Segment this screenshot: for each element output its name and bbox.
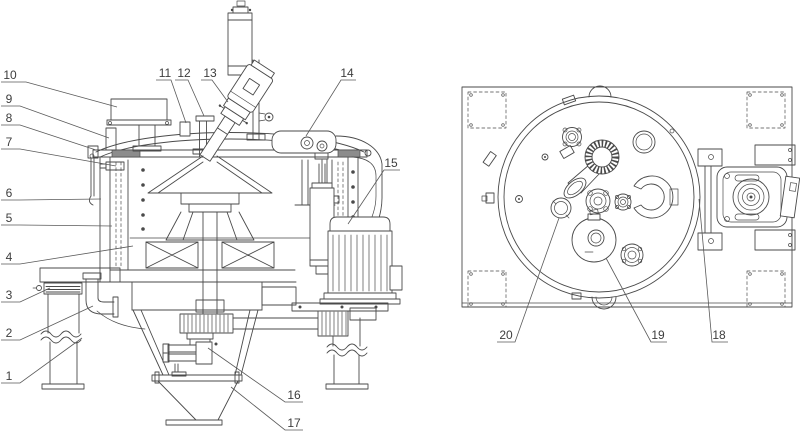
callout-20: 20 xyxy=(497,217,560,343)
side-section-view xyxy=(32,0,403,426)
lid-box xyxy=(106,98,172,152)
callout-4-label: 4 xyxy=(6,250,13,264)
callout-15-label: 15 xyxy=(384,156,398,170)
lower-flange xyxy=(620,243,644,267)
callout-2-label: 2 xyxy=(6,326,13,340)
corner-pad xyxy=(746,270,786,308)
callout-9-label: 9 xyxy=(6,92,13,106)
air-nozzle xyxy=(162,341,218,377)
main-motor xyxy=(319,216,403,305)
access-cover xyxy=(571,208,617,263)
callout-14-label: 14 xyxy=(340,66,354,80)
callout-10-label: 10 xyxy=(3,68,17,82)
callout-19-label: 19 xyxy=(651,328,665,342)
corner-pad xyxy=(467,270,507,308)
feed-motor-top xyxy=(563,139,620,199)
callout-20-label: 20 xyxy=(499,328,513,342)
callout-15: 15 xyxy=(347,156,400,225)
callout-17-label: 17 xyxy=(287,416,301,430)
callout-8: 8 xyxy=(1,111,97,151)
callout-7: 7 xyxy=(1,135,117,167)
callout-10: 10 xyxy=(1,68,118,108)
callout-11: 11 xyxy=(156,66,187,124)
callout-3-label: 3 xyxy=(6,288,13,302)
callout-1-label: 1 xyxy=(6,369,13,383)
discharge-cone xyxy=(132,309,259,426)
callout-5: 5 xyxy=(1,211,113,227)
callout-13-label: 13 xyxy=(203,66,217,80)
callout-2: 2 xyxy=(1,305,94,341)
tilted-feed-assembly xyxy=(199,59,275,162)
callout-9: 9 xyxy=(1,92,110,139)
corner-pad xyxy=(746,91,786,129)
callouts: 1 2 3 4 5 6 7 8 9 10 11 12 13 14 15 16 1… xyxy=(1,66,728,431)
callout-6: 6 xyxy=(1,186,102,201)
callout-18-label: 18 xyxy=(712,328,726,342)
callout-12: 12 xyxy=(175,66,205,117)
corner-pad xyxy=(467,91,507,129)
callout-4: 4 xyxy=(1,245,134,265)
callout-16: 16 xyxy=(207,347,303,403)
callout-18: 18 xyxy=(698,198,728,343)
lid-components xyxy=(515,127,723,267)
top-motor-assembly xyxy=(716,166,800,228)
drain-elbow xyxy=(82,272,146,330)
callout-6-label: 6 xyxy=(6,186,13,200)
callout-11-label: 11 xyxy=(159,66,172,80)
callout-14: 14 xyxy=(305,66,356,137)
horseshoe-cutout xyxy=(633,175,679,219)
callout-16-label: 16 xyxy=(287,388,301,402)
callout-7-label: 7 xyxy=(6,135,13,149)
bottom-drive xyxy=(179,307,377,346)
baseplate xyxy=(461,86,796,308)
bolted-port xyxy=(562,127,582,147)
callout-13: 13 xyxy=(201,66,229,103)
scraper-bracket xyxy=(697,148,723,251)
rotor-internals xyxy=(145,155,275,316)
lid xyxy=(87,127,372,206)
small-flange xyxy=(614,193,632,211)
sight-glass xyxy=(550,197,572,219)
callout-3: 3 xyxy=(1,287,51,303)
callout-5-label: 5 xyxy=(6,211,13,225)
top-plan-view xyxy=(461,85,800,310)
callout-12-label: 12 xyxy=(177,66,191,80)
callout-17: 17 xyxy=(230,386,303,431)
center-flange xyxy=(585,188,611,214)
callout-1: 1 xyxy=(1,337,83,384)
callout-8-label: 8 xyxy=(6,111,13,125)
left-leg xyxy=(32,282,85,390)
callout-19: 19 xyxy=(605,257,667,343)
